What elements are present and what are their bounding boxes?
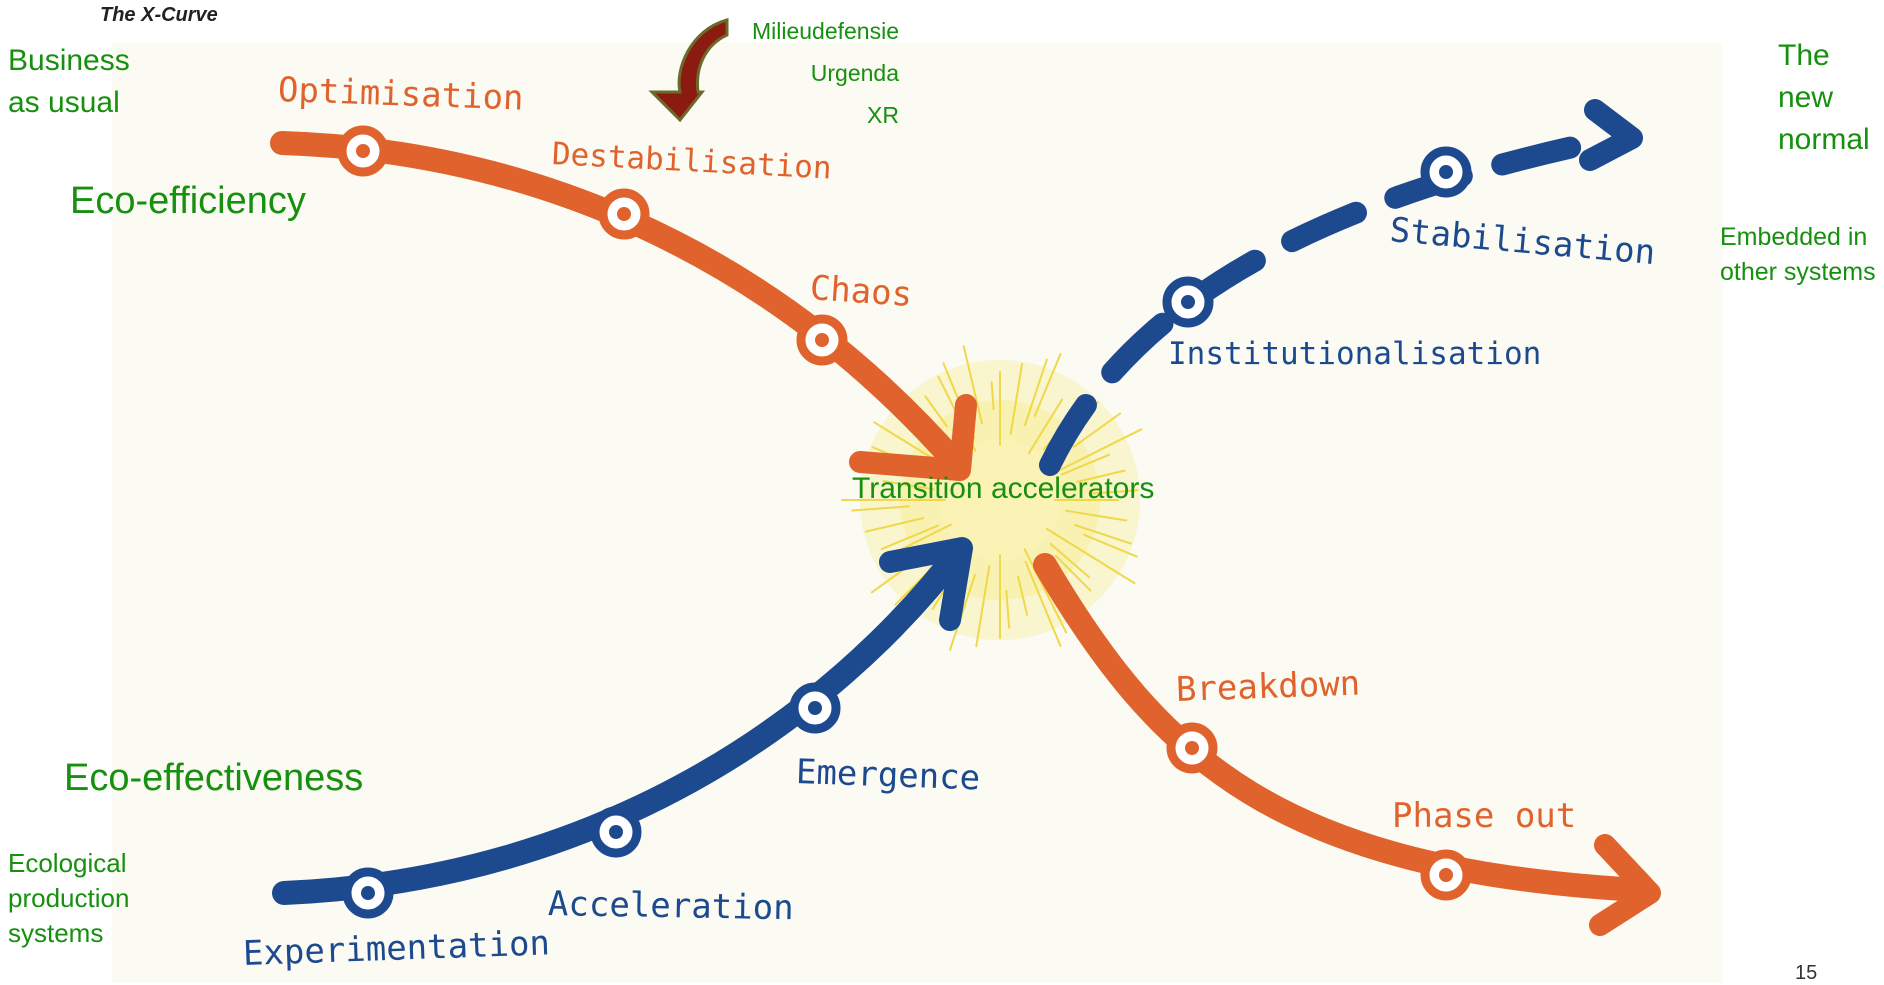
new-normal-arrowhead [1579,99,1643,171]
ecological-production-line-2: production [8,883,130,913]
burst-ray [864,517,925,533]
institutionalisation-dashes [1039,129,1616,476]
embedded-label: Embedded in other systems [1720,220,1876,290]
embedded-line-2: other systems [1720,258,1876,286]
acceleration-label: Acceleration [547,884,794,929]
actors-list: Milieudefensie Urgenda XR [752,10,899,136]
business-as-usual-line-2: as usual [8,86,120,119]
actor-xr: XR [867,102,899,128]
institutionalisation-marker [1162,276,1214,328]
emergence-marker [789,682,841,734]
actor-milieudefensie: Milieudefensie [751,18,899,44]
acceleration-marker [590,806,642,858]
destabilisation-marker [598,188,650,240]
burst-ray [1023,548,1068,634]
burst-ray [1024,358,1048,427]
burst-ray [1027,398,1063,455]
optimisation-label: Optimisation [277,70,525,119]
phase-out-marker [1420,849,1472,901]
burst-ray [1049,542,1091,579]
burst-ray [1048,428,1143,477]
breakdown-label: Breakdown [1175,663,1361,710]
intervention-arrow [648,18,729,123]
stage-markers [337,125,1472,919]
breakdown-curve [1033,553,1652,902]
burst-ray [882,480,935,491]
burst-ray [1060,453,1110,476]
embedded-line-1: Embedded in [1720,223,1868,251]
chaos-marker [796,314,848,366]
decline-arrowhead [849,394,977,481]
transition-accelerators-label: Transition accelerators [852,472,1155,505]
burst-ray [1089,489,1139,495]
burst-ray [1033,353,1062,417]
burst-ray [949,573,976,651]
burst-ray [1065,509,1128,522]
burst-ray [1073,524,1132,545]
ecological-production-line-1: Ecological [8,848,127,878]
new-normal-line-1: The [1778,39,1830,72]
stabilisation-marker [1420,146,1472,198]
eco-efficiency-label: Eco-efficiency [70,180,306,222]
burst-ray [851,505,911,512]
actor-urgenda: Urgenda [810,60,899,86]
institutionalisation-label: Institutionalisation [1168,336,1542,372]
new-normal-line-2: new [1778,81,1834,114]
ecological-production-line-3: systems [8,918,104,948]
burst-ray [924,395,948,428]
new-normal-label: The new normal [1778,35,1870,161]
burst-ray [990,381,995,411]
burst-ray [1075,469,1126,483]
build-up-arrowhead [879,537,973,631]
burst-ray [1072,412,1122,448]
ecological-production-label: Ecological production systems [8,846,129,951]
burst-ray [962,345,983,425]
burst-ray [1005,589,1011,629]
chaos-label: Chaos [808,268,914,316]
emergence-label: Emergence [795,752,981,799]
business-as-usual-label: Business as usual [8,40,130,124]
burst-ray [1024,560,1062,647]
document-title: The X-Curve [100,4,218,26]
burst-ray [1083,533,1138,558]
burst-ray [1054,554,1092,592]
burst-ray [975,565,991,648]
burst-ray [880,524,940,550]
new-normal-line-3: normal [1778,123,1870,156]
page-number: 15 [1795,962,1818,984]
optimisation-marker [337,125,389,177]
burst-ray [1017,575,1029,616]
burst-ray [1009,362,1024,435]
breakdown-arrowhead [1589,834,1661,936]
breakdown-marker [1166,722,1218,774]
experimentation-marker [342,867,394,919]
eco-effectiveness-label: Eco-effectiveness [64,757,364,799]
build-up-curve [272,538,972,905]
phase-out-label: Phase out [1392,796,1577,836]
burst-ray [1045,527,1136,585]
business-as-usual-line-1: Business [8,44,130,77]
